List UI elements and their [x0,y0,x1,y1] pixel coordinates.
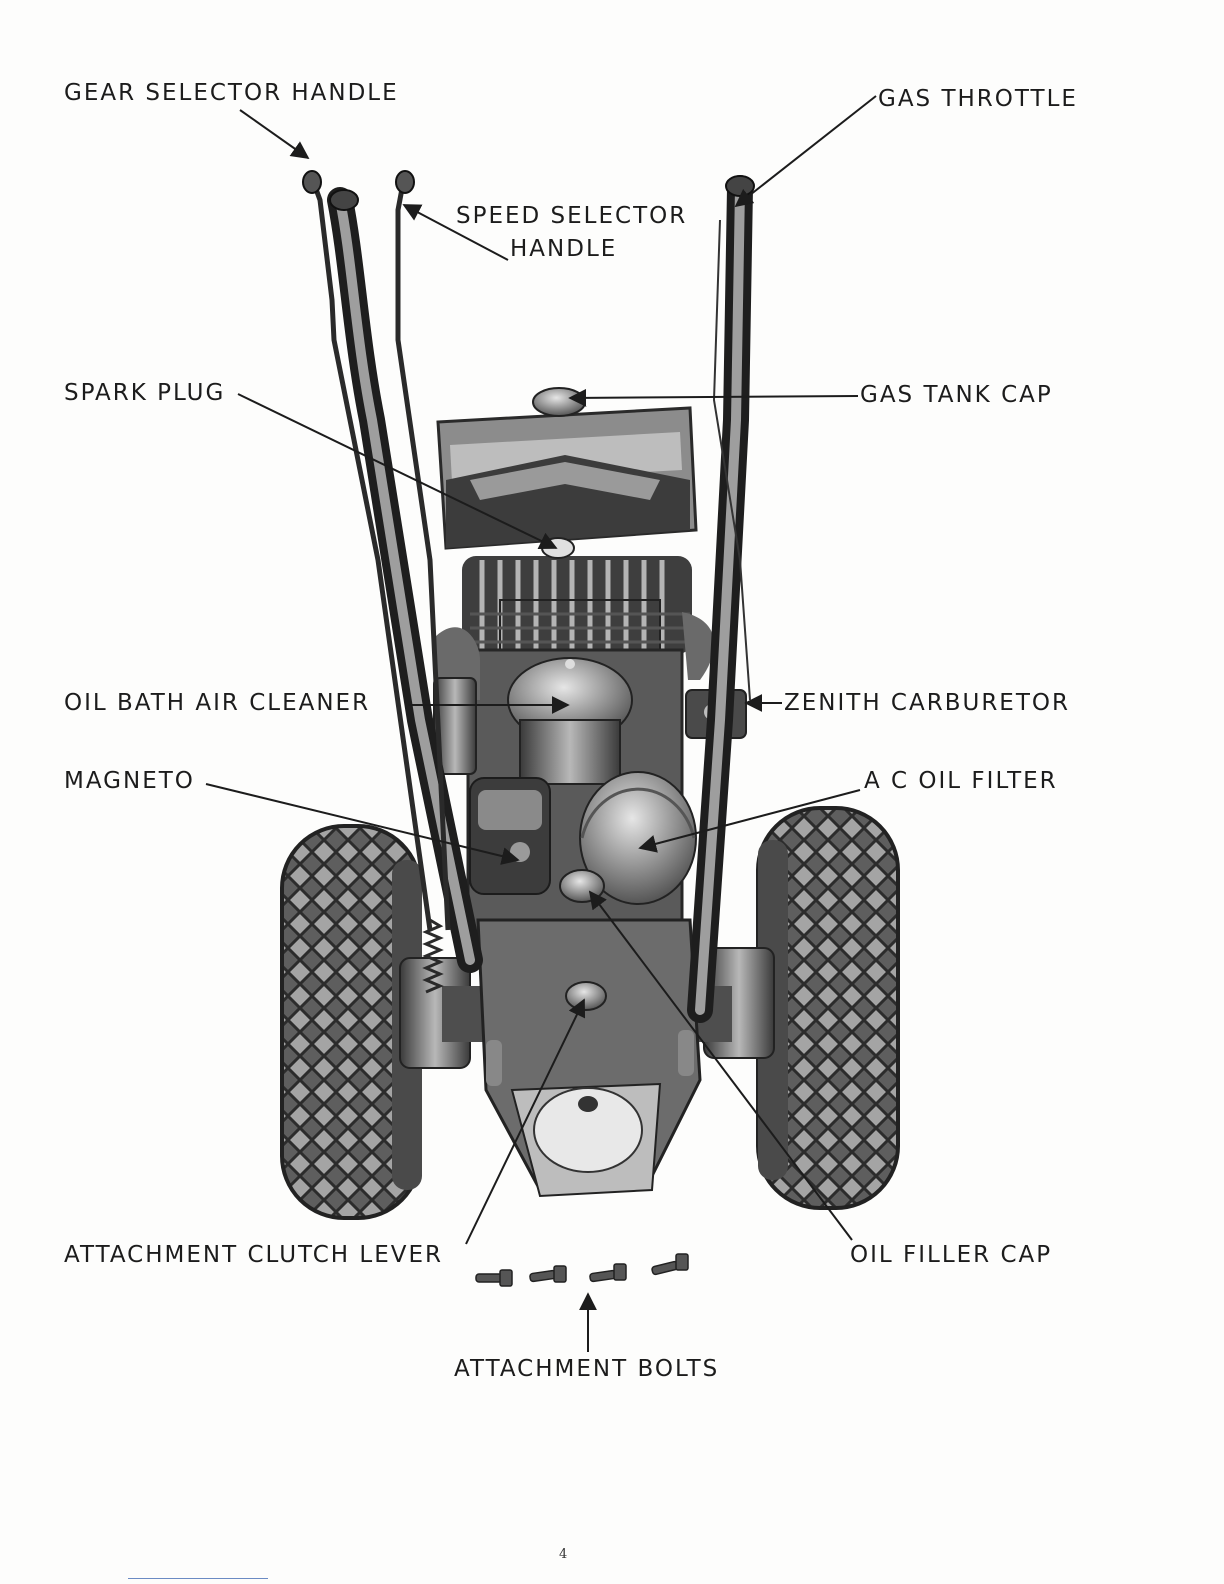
gas-tank [438,408,696,548]
label-speed-selector-line2: HANDLE [510,238,617,261]
gas-tank-cap-leader [570,396,858,398]
gear-selector-leader [240,110,308,158]
label-oil-filler-cap: OIL FILLER CAP [850,1244,1052,1267]
gearbox-housing [478,920,700,1196]
oil-bath-air-cleaner [508,658,632,784]
magneto [470,778,550,894]
label-attachment-bolts: ATTACHMENT BOLTS [454,1358,719,1381]
label-gas-throttle: GAS THROTTLE [878,88,1078,111]
oil-filler-cap [560,870,604,902]
label-spark-plug: SPARK PLUG [64,382,225,405]
label-zenith-carburetor: ZENITH CARBURETOR [784,692,1070,715]
label-speed-selector-line1: SPEED SELECTOR [456,205,687,228]
label-oil-bath-air-cleaner: OIL BATH AIR CLEANER [64,692,370,715]
right-wheel [758,808,898,1208]
label-magneto: MAGNETO [64,770,195,793]
engine-cylinder [462,538,692,656]
label-attachment-clutch-lever: ATTACHMENT CLUTCH LEVER [64,1244,443,1267]
attachment-bolts [476,1254,688,1286]
page-number: 4 [559,1547,567,1562]
gas-tank-cap [533,388,585,416]
right-handle-bar [700,176,754,1010]
gas-throttle-leader [736,96,876,206]
gear-selector-rod [303,171,430,930]
footer-rule [128,1578,268,1579]
label-ac-oil-filter: A C OIL FILTER [864,770,1058,793]
label-gear-selector-handle: GEAR SELECTOR HANDLE [64,82,399,105]
label-gas-tank-cap: GAS TANK CAP [860,384,1053,407]
